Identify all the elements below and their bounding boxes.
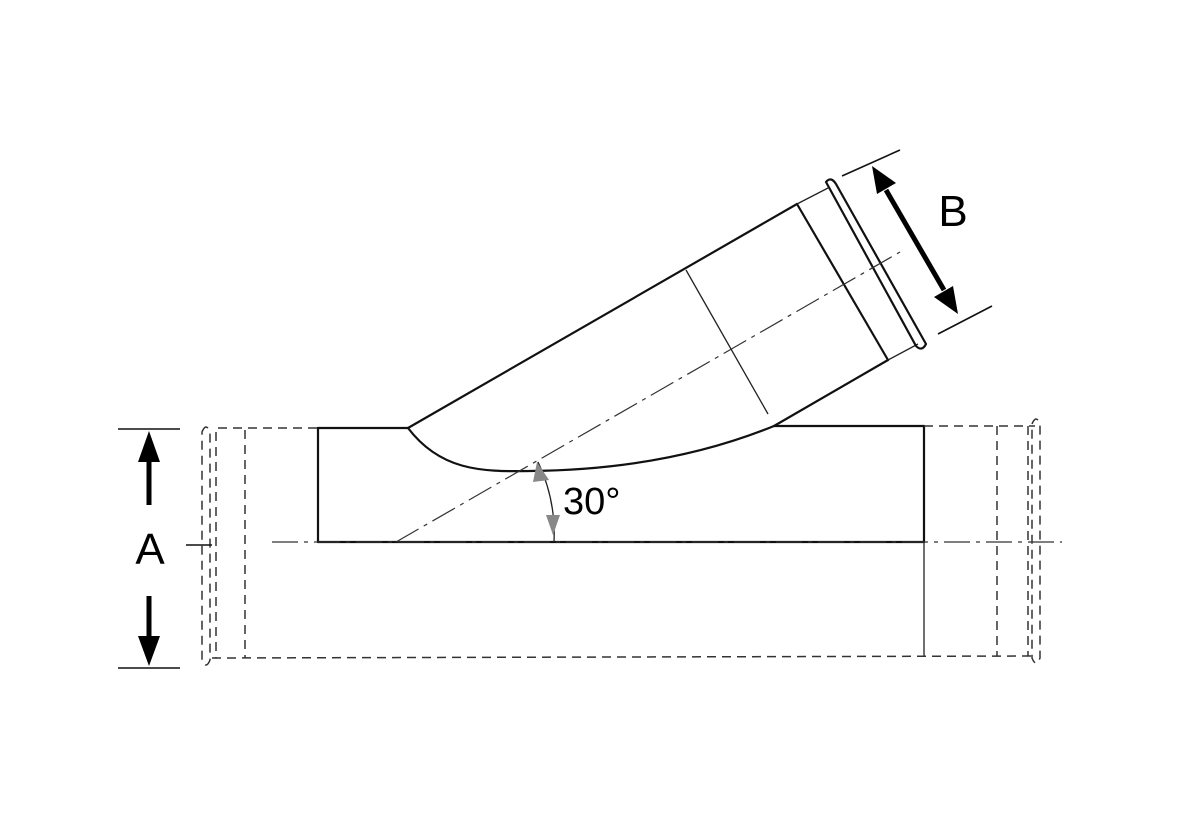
- phantom-pipe-lines: [211, 425, 1036, 659]
- left-phantom-flange: [201, 426, 217, 666]
- right-phantom-flange: [1027, 418, 1041, 664]
- dimension-a-label: A: [135, 525, 165, 574]
- branch-pipe: [406, 178, 928, 473]
- angle-label: 30°: [563, 481, 620, 523]
- dimension-b: [841, 149, 993, 335]
- angle-indicator: [533, 461, 560, 543]
- dimension-b-label: B: [938, 187, 967, 236]
- center-lines: [272, 251, 1062, 543]
- dimension-a: [118, 428, 212, 669]
